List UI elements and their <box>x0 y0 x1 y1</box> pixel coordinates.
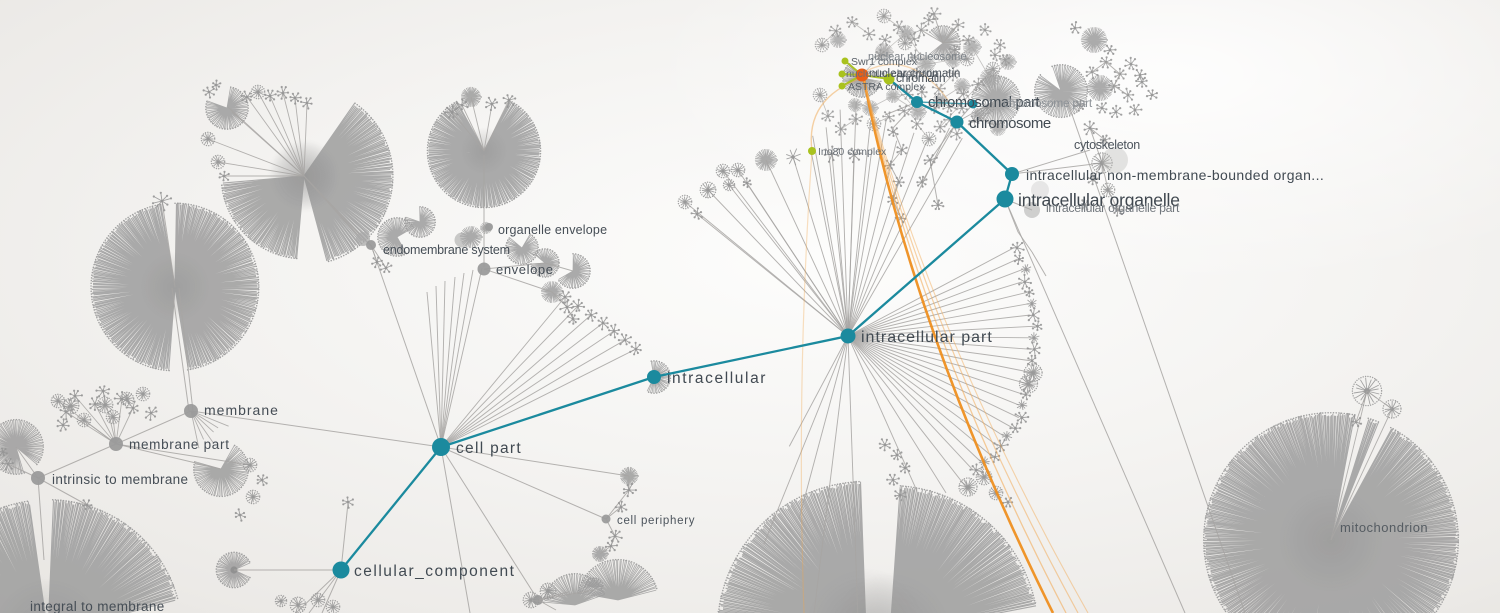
svg-text:membrane part: membrane part <box>129 437 230 452</box>
svg-text:cell periphery: cell periphery <box>617 515 695 527</box>
svg-text:nuclear nucleosome: nuclear nucleosome <box>868 51 966 63</box>
svg-text:nucleolar chromatin: nucleolar chromatin <box>846 68 938 80</box>
svg-text:chromosome: chromosome <box>969 115 1051 132</box>
svg-text:chromosome part: chromosome part <box>1003 96 1093 110</box>
svg-text:integral to membrane: integral to membrane <box>30 599 165 613</box>
svg-text:intracellular non-membrane-bou: intracellular non-membrane-bounded organ… <box>1026 167 1324 183</box>
svg-text:membrane: membrane <box>204 402 279 418</box>
svg-text:Ino80 complex: Ino80 complex <box>818 146 887 158</box>
svg-text:chromatin: chromatin <box>896 71 945 85</box>
svg-text:intracellular part: intracellular part <box>861 329 993 346</box>
svg-text:mitochondrion: mitochondrion <box>1340 520 1428 535</box>
svg-text:endomembrane system: endomembrane system <box>383 243 510 257</box>
svg-text:chromosomal part: chromosomal part <box>928 95 1040 111</box>
svg-text:cytoskeleton: cytoskeleton <box>1074 138 1140 152</box>
svg-text:cell part: cell part <box>456 440 522 457</box>
svg-text:cellular_component: cellular_component <box>354 563 515 580</box>
svg-text:ASTRA complex: ASTRA complex <box>848 81 925 93</box>
svg-text:intracellular organelle: intracellular organelle <box>1018 190 1180 210</box>
svg-text:nuclear chromatin: nuclear chromatin <box>869 68 960 80</box>
svg-text:organelle envelope: organelle envelope <box>498 223 607 237</box>
svg-text:envelope: envelope <box>496 262 554 277</box>
svg-text:intrinsic to membrane: intrinsic to membrane <box>52 472 188 487</box>
svg-text:Swr1 complex: Swr1 complex <box>851 56 918 68</box>
svg-text:intracellular organelle part: intracellular organelle part <box>1046 201 1180 215</box>
svg-text:intracellular: intracellular <box>667 370 767 387</box>
